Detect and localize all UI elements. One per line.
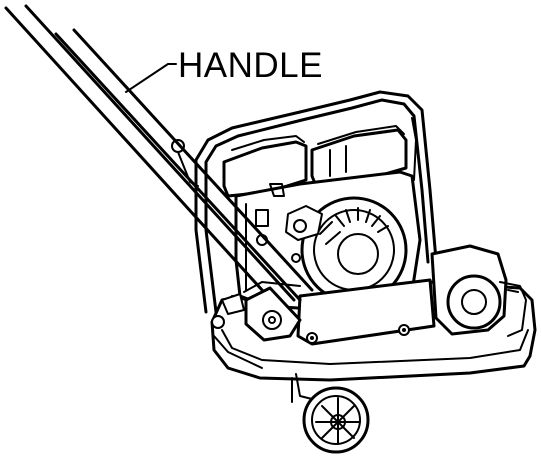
handle bbox=[4, 4, 314, 342]
engine bbox=[171, 125, 422, 312]
handle-callout: HANDLE bbox=[125, 46, 323, 93]
vibrator-housing bbox=[430, 244, 527, 337]
transport-wheel bbox=[291, 373, 370, 454]
lower-frame bbox=[243, 278, 436, 346]
handle-label: HANDLE bbox=[178, 46, 323, 85]
